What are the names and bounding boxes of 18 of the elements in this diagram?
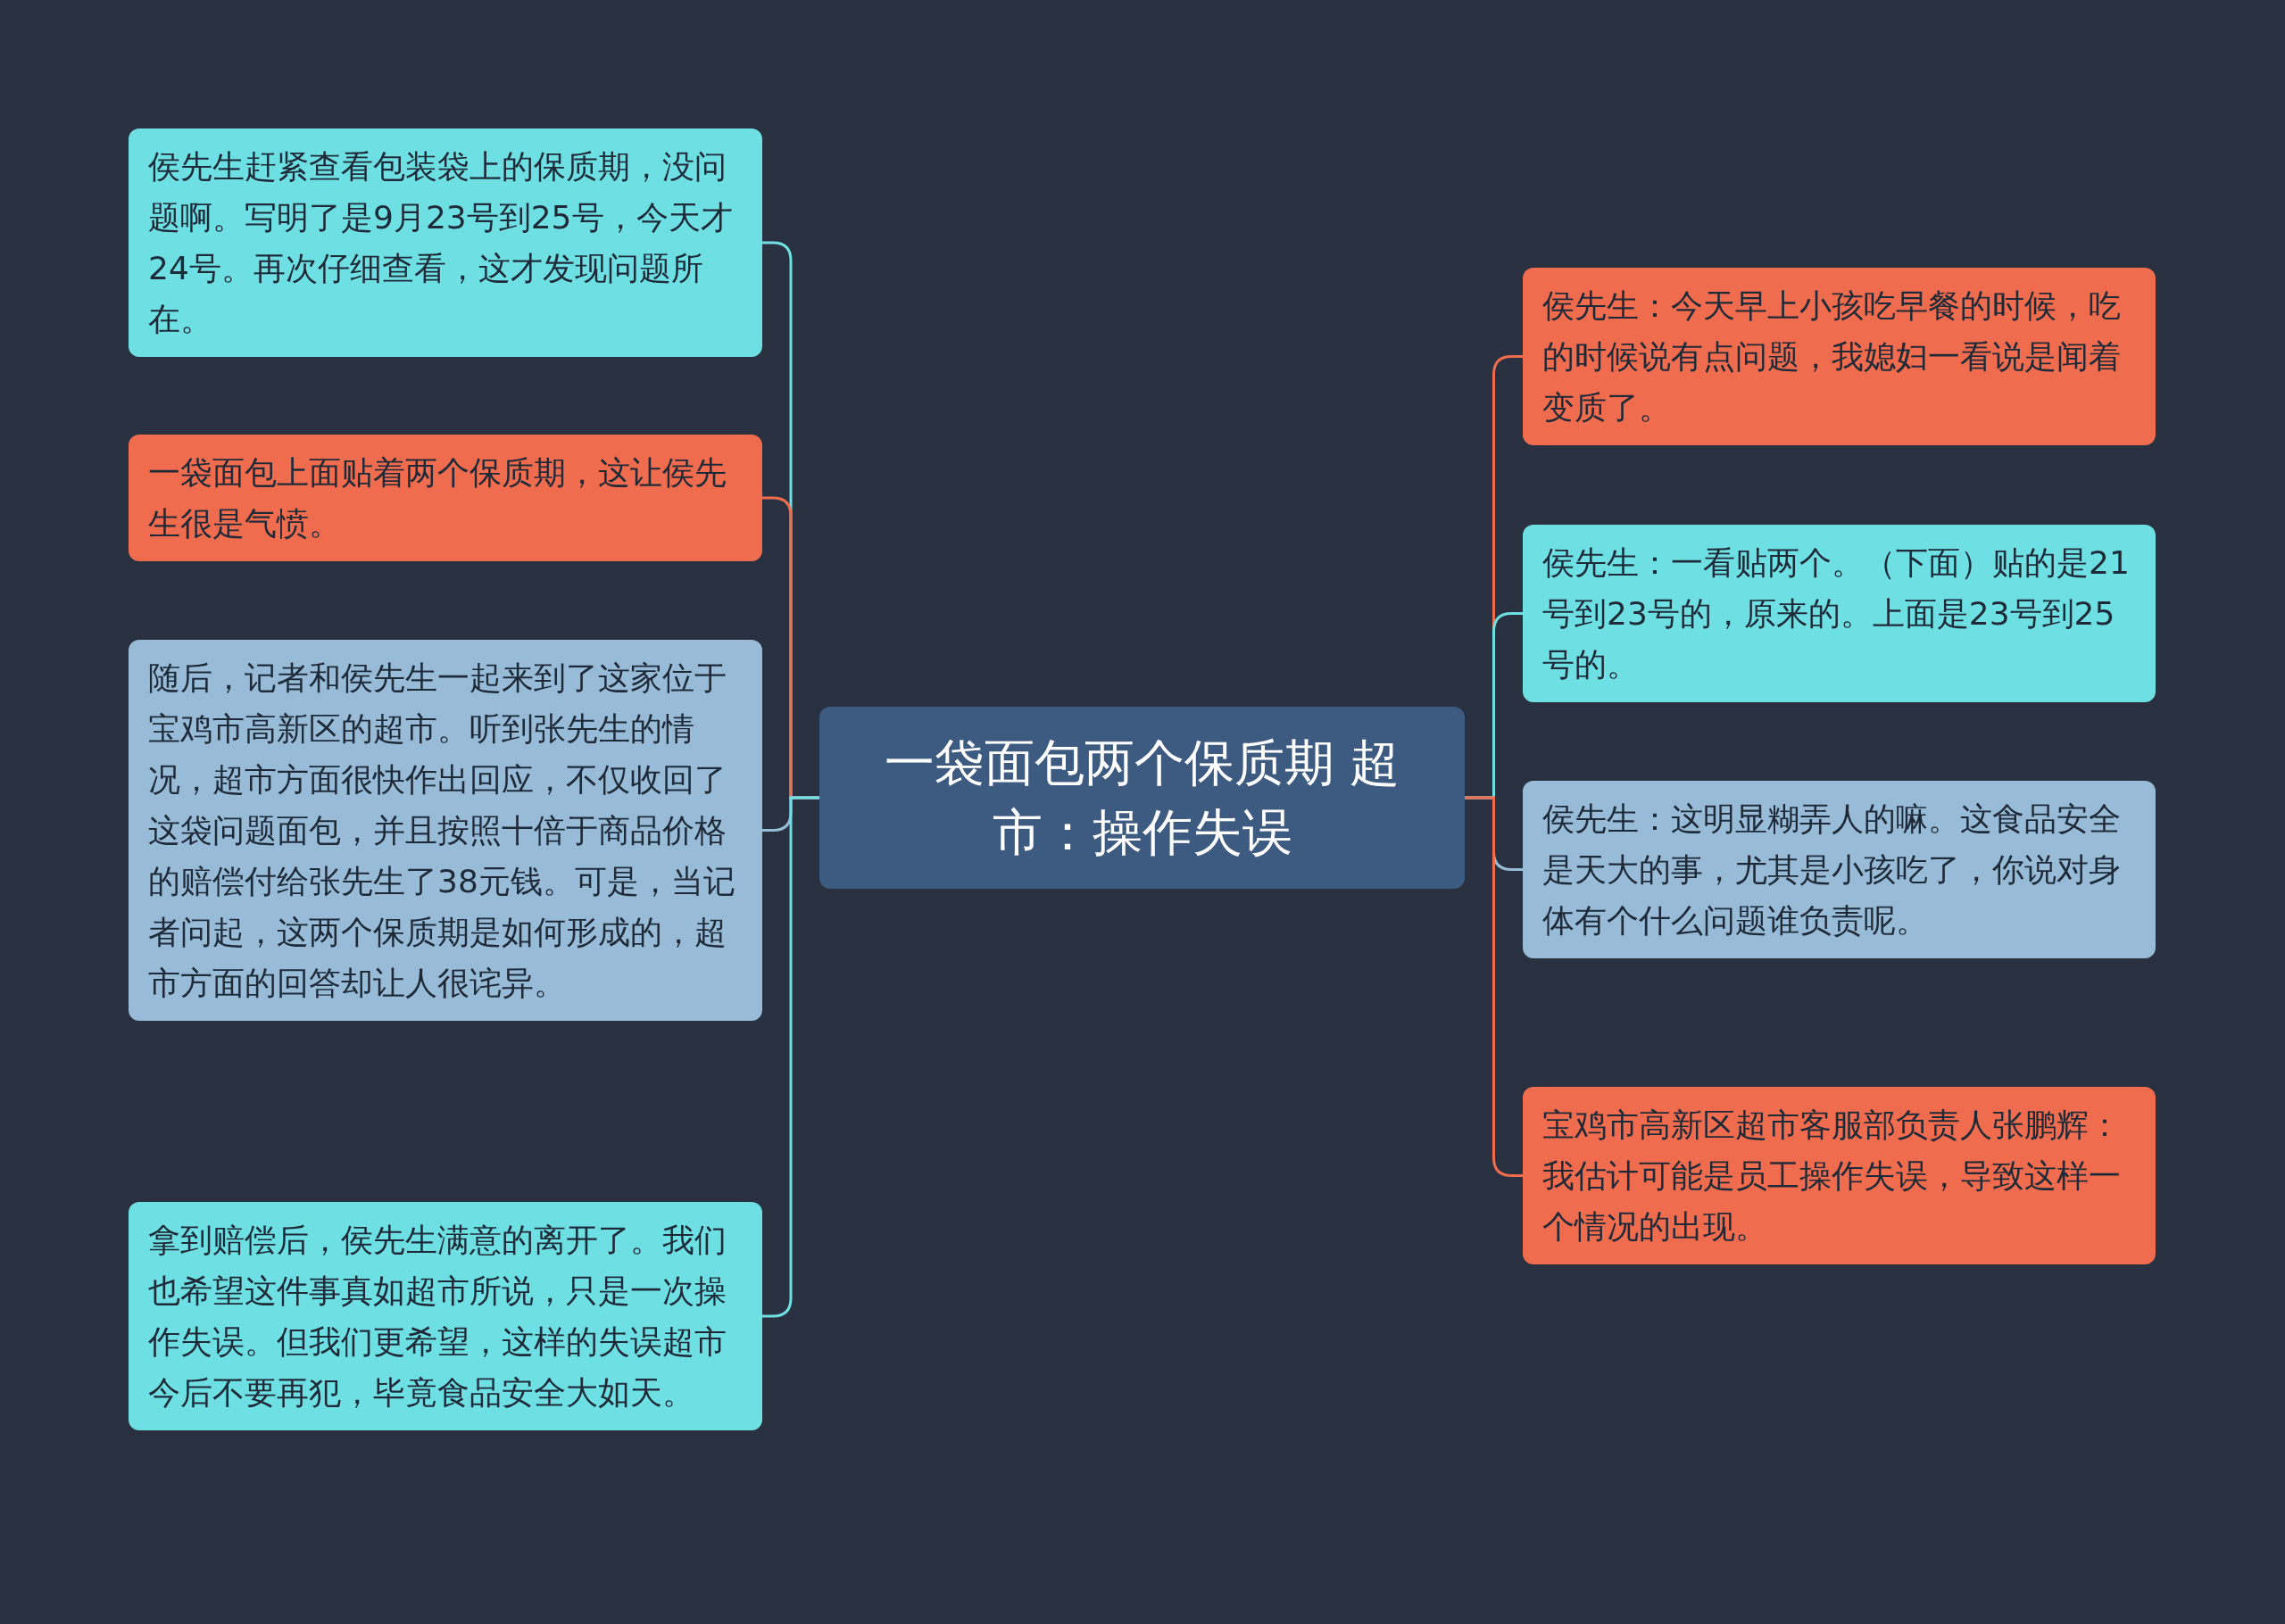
central-topic-box bbox=[819, 707, 1465, 889]
topic-text: 侯先生：一看贴两个。（下面）贴的是21号到23号的，原来的。上面是23号到25号的。 bbox=[1542, 544, 2130, 683]
subtopic-box bbox=[1523, 525, 2156, 702]
subtopic-box bbox=[129, 435, 762, 561]
topic-text: 侯先生赶紧查看包装袋上的保质期，没问题啊。写明了是9月23号到25号，今天才24号。再次仔细查看，这才发现问题所在。 bbox=[148, 148, 733, 337]
topic-text: 侯先生：这明显糊弄人的嘛。这食品安全是天大的事，尤其是小孩吃了，你说对身体有个什么问题谁负责呢。 bbox=[1542, 800, 2121, 939]
topic-text: 随后，记者和侯先生一起来到了这家位于宝鸡市高新区的超市。听到张先生的情况，超市方面很快作出回应，不仅收回了这袋问题面包，并且按照十倍于商品价格的赔偿付给张先生了38元钱。可是，当记者问起，这两个保质期是如何形成的，超市方面的回答却让人很诧异。 bbox=[148, 659, 735, 1001]
subtopic-box bbox=[1523, 781, 2156, 958]
subtopic-box bbox=[129, 128, 762, 357]
topic-text: 拿到赔偿后，侯先生满意的离开了。我们也希望这件事真如超市所说，只是一次操作失误。但我们更希望，这样的失误超市今后不要再犯，毕竟食品安全大如天。 bbox=[148, 1222, 727, 1411]
subtopic-box bbox=[129, 1202, 762, 1430]
subtopic-box bbox=[129, 640, 762, 1021]
subtopic-box bbox=[1523, 1087, 2156, 1264]
topic-text: 宝鸡市高新区超市客服部负责人张鹏辉：我估计可能是员工操作失误，导致这样一个情况的出现。 bbox=[1542, 1106, 2121, 1245]
topic-text: 一袋面包上面贴着两个保质期，这让侯先生很是气愤。 bbox=[148, 454, 727, 542]
topic-title: 一袋面包两个保质期 超市：操作失误 bbox=[884, 733, 1400, 861]
subtopic-box bbox=[1523, 268, 2156, 445]
topic-text: 侯先生：今天早上小孩吃早餐的时候，吃的时候说有点问题，我媳妇一看说是闻着变质了。 bbox=[1542, 287, 2121, 426]
